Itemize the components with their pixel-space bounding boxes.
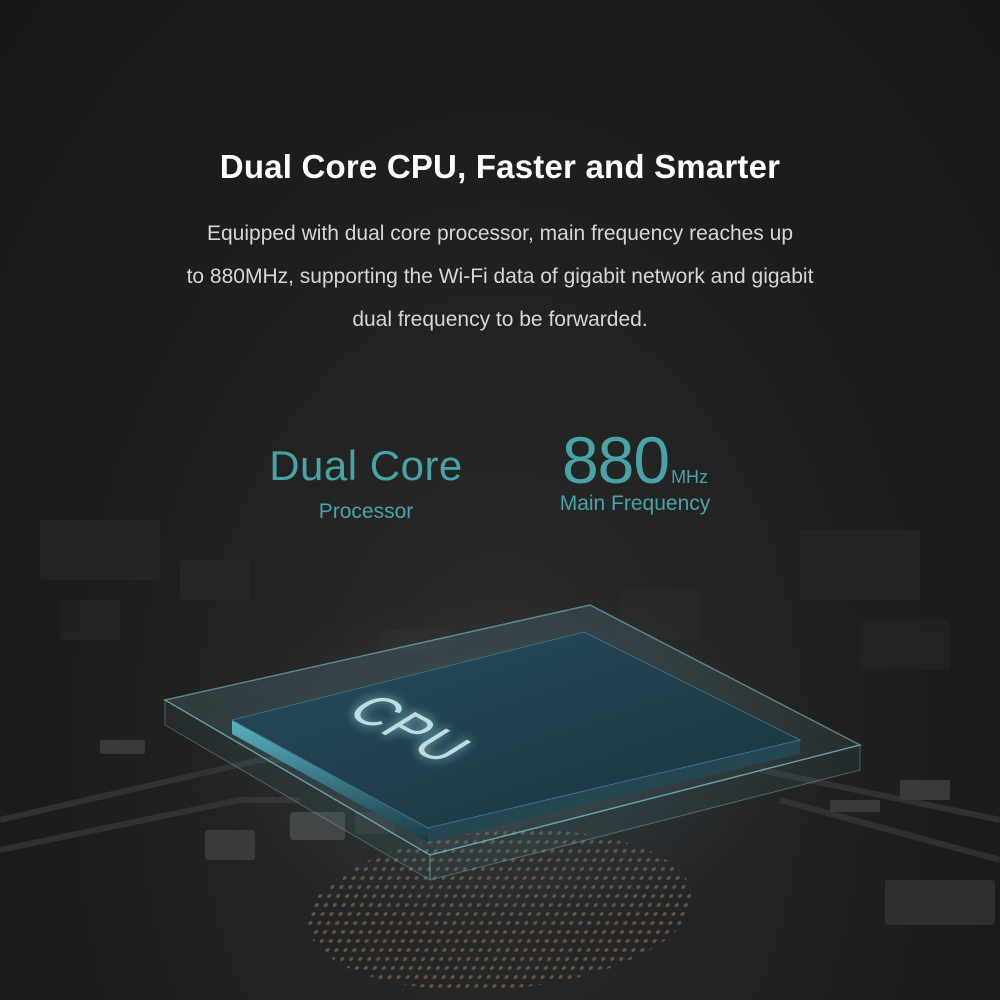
page-title: Dual Core CPU, Faster and Smarter	[219, 148, 781, 185]
spec-frequency-label: Main Frequency	[559, 492, 711, 515]
feature-description: Equipped with dual core processor, main …	[130, 212, 870, 341]
spec-processor-label: Processor	[318, 500, 414, 523]
spec-processor: Dual Core Processor	[258, 440, 474, 524]
spec-frequency-value: 880	[561, 423, 670, 497]
cpu-chip	[230, 631, 802, 842]
description-line: to 880MHz, supporting the Wi-Fi data of …	[186, 265, 814, 288]
spec-processor-value: Dual Core	[269, 442, 463, 489]
spec-frequency-unit: MHz	[671, 467, 709, 487]
description-line: dual frequency to be forwarded.	[352, 308, 648, 331]
description-line: Equipped with dual core processor, main …	[206, 222, 793, 245]
